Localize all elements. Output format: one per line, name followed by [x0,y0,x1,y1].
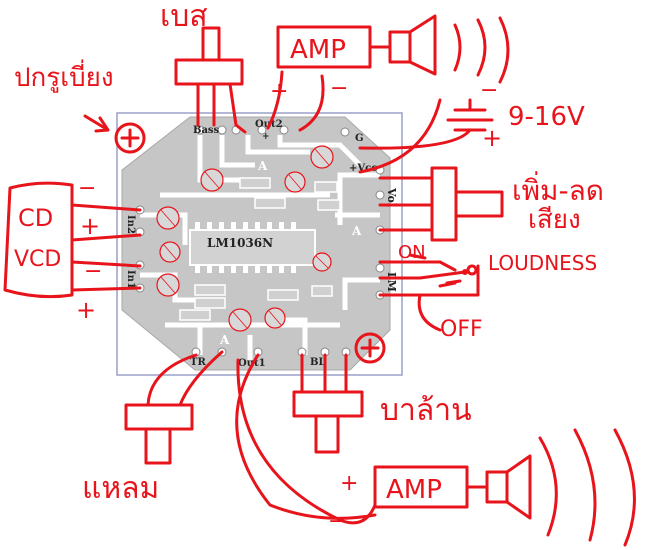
pcb-capacitors [156,145,334,332]
input-plus-2: + [76,296,96,324]
volume-potentiometer [378,166,504,242]
input-minus-1: − [78,176,96,201]
capacitor-7 [228,308,252,332]
loudness-on-label: ON [398,242,426,263]
pin-label-out2-plus: + [262,132,270,142]
loudness-label: LOUDNESS [488,251,597,275]
balance-potentiometer [292,353,364,454]
ic-body [189,229,316,266]
capacitor-2 [310,145,334,169]
pin-label-gnd: G [355,133,364,144]
mounting-hole-top-left [114,122,146,154]
pin-label-in2: In2 [125,215,136,234]
pin-label-tr: TR [190,357,206,368]
input-vcd-label: VCD [14,247,61,272]
treble-potentiometer [124,350,224,465]
ic-pins [195,222,296,273]
amp-top-minus: − [330,76,348,101]
amp-bottom: AMP + − [235,353,636,547]
pin-label-vcc: +Vcc [349,163,377,174]
power-supply: − + 9-16V [358,78,585,174]
pin-label-a-bottom: A [219,333,230,347]
bass-potentiometer [174,26,244,127]
pcb-resistors [179,177,341,321]
pcb-board: LM1036N Bass Out2 + G +Vcc Vol LM I [114,112,403,376]
bass-label: เบส [160,0,208,34]
pin-label-vol: Vol [385,187,398,207]
treble-label: แหลม [82,471,159,506]
supply-minus: − [480,78,498,103]
wire-bass [234,123,247,134]
input-minus-2: − [84,259,102,284]
amp-top: AMP + − [266,14,510,132]
capacitor-3 [284,171,306,193]
tone-left-arrow [83,114,110,133]
input-cd-vcd: CD VCD − + − + [3,176,142,324]
capacitor-4 [156,206,180,230]
amp-bottom-plus: + [340,471,358,496]
loudness-switch: ON LOUDNESS OFF [378,242,597,342]
capacitor-9 [312,252,332,272]
amp-top-label: AMP [290,35,346,65]
pin-label-a-right: A [351,224,362,238]
speaker-waves-top [453,16,510,84]
amp-bottom-label: AMP [386,475,442,505]
pin-label-lm: LM [385,272,398,292]
ic-label: LM1036N [207,236,273,250]
balance-label: บาล้าน [380,393,472,428]
capacitor-1 [200,168,224,192]
tone-left-label: ปกรูเบี่ยง [14,59,114,93]
pin-label-in1: In1 [125,270,136,289]
pin-label-a-top: A [257,159,268,173]
volume-label-line1: เพิ่ม-ลด [512,171,604,207]
speaker-waves-bottom [538,428,636,547]
pin-label-bass: Bass [193,125,220,136]
capacitor-6 [156,273,180,297]
pin-label-bl: BL [310,357,325,368]
capacitor-5 [159,241,181,263]
supply-plus: + [482,124,502,152]
supply-voltage-label: 9-16V [508,102,585,132]
input-plus-1: + [80,212,100,240]
mounting-hole-bottom-right [354,332,386,364]
volume-label-line2: เสียง [528,205,581,235]
capacitor-8 [264,307,286,329]
input-cd-label: CD [18,204,53,232]
amp-bottom-minus: − [328,509,346,534]
loudness-off-label: OFF [440,317,483,342]
